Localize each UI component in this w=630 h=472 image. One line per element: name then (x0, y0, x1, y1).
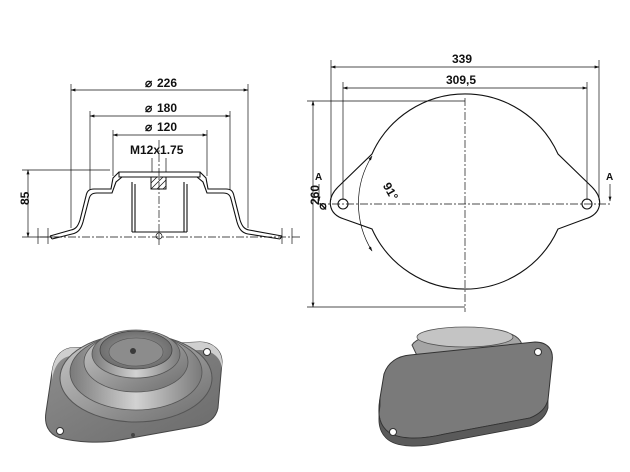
render-top-isometric (45, 329, 223, 443)
section-marker-right: A (606, 172, 613, 183)
diameter-symbol: ⌀ (315, 202, 329, 210)
diameter-symbol: ⌀ (145, 76, 153, 90)
dim-outer-diameter: 226 (157, 76, 177, 90)
dim-inner-diameter: 120 (157, 120, 177, 134)
dim-angle: 91° (380, 180, 401, 203)
dim-body-diameter: 260 (308, 185, 322, 205)
render-bottom-isometric (378, 326, 553, 447)
dim-overall-length: 339 (452, 52, 472, 66)
angle-arc (358, 155, 373, 252)
dim-height: 85 (18, 191, 32, 205)
dim-hole-spacing: 309,5 (446, 73, 476, 87)
plate-outline (329, 93, 601, 290)
top-view: 339 309,5 ⌀ 260 91° A A (307, 52, 613, 312)
diameter-symbol: ⌀ (145, 101, 153, 115)
section-marker-left: A (315, 172, 322, 183)
dim-flange-diameter: 180 (157, 101, 177, 115)
front-section-view: ⌀ 226 ⌀ 180 ⌀ 120 M12x1.75 85 (18, 76, 300, 245)
diameter-symbol: ⌀ (145, 120, 153, 134)
dim-thread: M12x1.75 (130, 143, 184, 157)
